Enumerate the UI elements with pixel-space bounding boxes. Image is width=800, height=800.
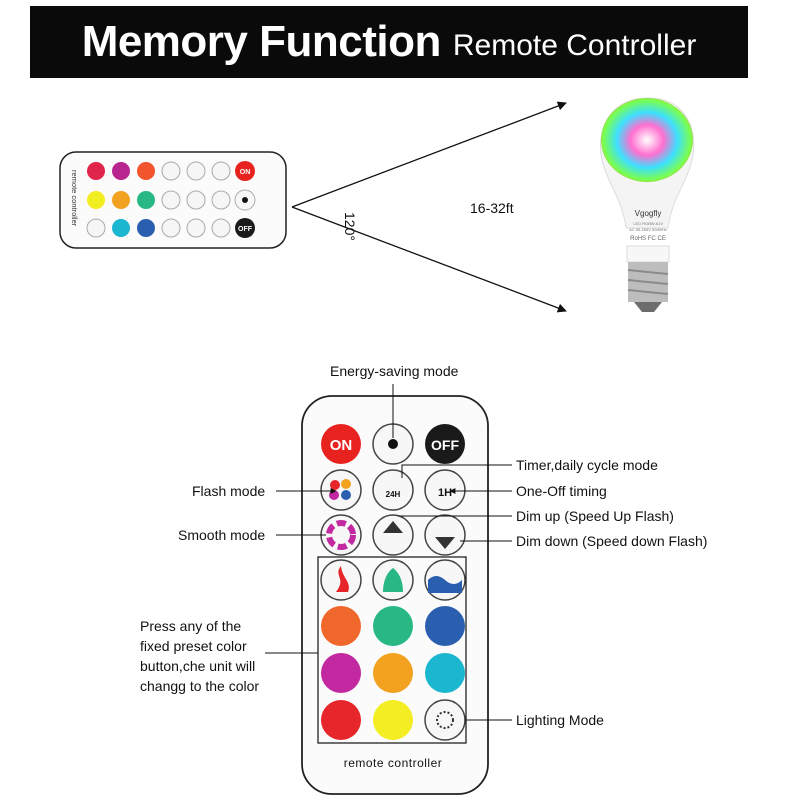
- range-line-bottom: [291, 206, 567, 313]
- flame-icon: [336, 566, 349, 592]
- label-dim-down: Dim down (Speed down Flash): [516, 533, 708, 549]
- small-btn-off-label: OFF: [238, 226, 253, 233]
- leaf-icon: [383, 568, 403, 592]
- small-btn-lighting[interactable]: [86, 218, 106, 238]
- small-btn-on[interactable]: [235, 161, 255, 181]
- small-btn-smooth[interactable]: [186, 190, 206, 210]
- small-btn-dim-down[interactable]: [186, 218, 206, 238]
- small-btn-magenta[interactable]: [112, 162, 130, 180]
- color-magenta-button[interactable]: [321, 653, 361, 693]
- timer-1h-label: 1H: [438, 487, 452, 499]
- preset-color-group: [317, 556, 467, 744]
- callout-timer-daily: [401, 464, 512, 478]
- off-button[interactable]: [425, 424, 465, 464]
- small-btn-energy-dot: [242, 197, 248, 203]
- lighting-mode-icon: [436, 711, 454, 729]
- bulb-cert: RoHS FC CE: [630, 236, 666, 242]
- on-button[interactable]: [321, 424, 361, 464]
- range-diagram: 120° 16-32ft remote controller ON OFF: [59, 97, 695, 313]
- label-preset-4: changg to the color: [140, 678, 260, 694]
- small-btn-red[interactable]: [87, 162, 105, 180]
- small-btn-one-off[interactable]: [211, 218, 231, 238]
- one-off-timing-button[interactable]: [424, 469, 466, 511]
- dim-down-icon: [435, 537, 455, 549]
- header-banner: Memory Function Remote Controller: [30, 6, 748, 78]
- small-btn-cyan[interactable]: [112, 219, 130, 237]
- label-smooth-mode: Smooth mode: [178, 527, 266, 543]
- off-button-label: OFF: [431, 437, 459, 453]
- small-btn-flame[interactable]: [161, 161, 181, 181]
- small-btn-green[interactable]: [137, 191, 155, 209]
- bulb-glow: [601, 98, 693, 182]
- small-remote: remote controller ON OFF: [59, 151, 287, 249]
- color-green-button[interactable]: [373, 606, 413, 646]
- dim-down-button[interactable]: [424, 514, 466, 556]
- label-timer-daily: Timer,daily cycle mode: [516, 457, 658, 473]
- label-dim-up: Dim up (Speed Up Flash): [516, 508, 674, 524]
- small-btn-blue[interactable]: [137, 219, 155, 237]
- range-angle-label: 120°: [342, 212, 358, 241]
- label-preset-3: button,che unit will: [140, 658, 256, 674]
- big-remote-label: remote controller: [344, 756, 443, 770]
- color-yellow-button[interactable]: [373, 700, 413, 740]
- small-btn-yellow[interactable]: [87, 191, 105, 209]
- flash-dot-blue: [341, 490, 351, 500]
- label-flash-mode: Flash mode: [192, 483, 266, 499]
- small-btn-on-label: ON: [240, 169, 251, 176]
- flash-mode-button[interactable]: [320, 469, 362, 511]
- range-line-top: [291, 101, 567, 208]
- range-distance-label: 16-32ft: [470, 200, 514, 216]
- small-btn-off[interactable]: [235, 218, 255, 238]
- dim-up-button[interactable]: [372, 514, 414, 556]
- dim-up-icon: [383, 521, 403, 533]
- small-remote-label: remote controller: [70, 170, 79, 227]
- small-btn-leaf[interactable]: [161, 190, 181, 210]
- color-blue-button[interactable]: [425, 606, 465, 646]
- small-btn-wave[interactable]: [161, 218, 181, 238]
- small-btn-flash[interactable]: [186, 161, 206, 181]
- label-preset-1: Press any of the: [140, 618, 242, 634]
- smooth-mode-icon: [326, 520, 356, 550]
- energy-saving-icon: [388, 439, 398, 449]
- bulb-spec-2: AC 85-265V 50/60Hz: [629, 227, 667, 232]
- label-preset-2: fixed preset color: [140, 638, 247, 654]
- timer-daily-button[interactable]: [372, 469, 414, 511]
- bulb-tip: [634, 302, 662, 312]
- small-btn-dim-up[interactable]: [211, 190, 231, 210]
- header-title: Memory Function: [81, 17, 442, 66]
- bulb-spec-1: LED RGBW A19: [633, 221, 663, 226]
- color-cyan-button[interactable]: [425, 653, 465, 693]
- timer-24h-label: 24H: [386, 490, 401, 499]
- small-btn-timer[interactable]: [211, 161, 231, 181]
- label-energy-saving: Energy-saving mode: [330, 363, 459, 379]
- label-one-off: One-Off timing: [516, 483, 607, 499]
- flash-dot-red: [330, 480, 340, 490]
- small-btn-orange[interactable]: [137, 162, 155, 180]
- color-red-button[interactable]: [321, 700, 361, 740]
- color-orange-button[interactable]: [321, 606, 361, 646]
- bulb: Vgogfly LED RGBW A19 AC 85-265V 50/60Hz …: [599, 97, 695, 312]
- bulb-brand: Vgogfly: [635, 209, 662, 218]
- lighting-mode-button[interactable]: [424, 699, 466, 741]
- flash-dot-amber: [341, 479, 351, 489]
- header-subtitle: Remote Controller: [452, 29, 697, 62]
- small-btn-amber[interactable]: [112, 191, 130, 209]
- on-button-label: ON: [330, 437, 353, 454]
- color-amber-button[interactable]: [373, 653, 413, 693]
- wave-icon: [428, 576, 462, 593]
- label-lighting-mode: Lighting Mode: [516, 712, 604, 728]
